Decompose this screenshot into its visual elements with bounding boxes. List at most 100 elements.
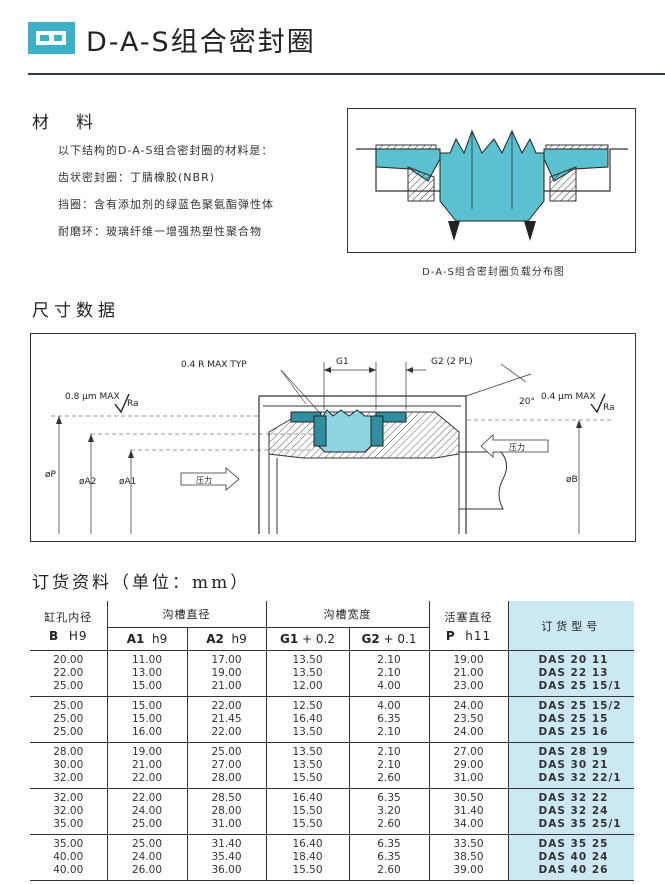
table-cell: 2.10 — [348, 650, 429, 667]
table-cell: 25.00 — [53, 726, 84, 738]
pressure-arrow-right-icon — [180, 467, 240, 491]
table-cell: 22.00 — [106, 772, 187, 789]
col-bore: 缸孔内径 B H9 — [30, 601, 107, 651]
table-cell: 21.00 — [106, 759, 187, 772]
table-cell: 15.50 — [265, 864, 349, 881]
col-groove-width: 沟槽宽度 — [265, 601, 429, 628]
order-code-cell: DAS 30 21 — [507, 759, 634, 772]
order-heading: 订货资料（单位：mm） — [32, 573, 251, 593]
table-cell: 31.40 — [186, 834, 266, 851]
table-cell: 12.00 — [265, 680, 349, 697]
table-cell: 2.60 — [348, 772, 429, 789]
order-code-cell: DAS 22 13 — [507, 667, 634, 680]
load-distribution-figure — [347, 108, 636, 253]
materials-line-2: 齿状密封圈：丁腈橡胶(NBR) — [58, 171, 216, 184]
table-cell: 19.00 — [186, 667, 266, 680]
label-g2: G2 (2 PL) — [431, 357, 473, 367]
table-cell: 35.00 — [53, 818, 84, 830]
order-code-cell: DAS 32 22 — [507, 788, 634, 805]
col-bore-b: B — [49, 628, 60, 643]
col-bore-tol: H9 — [68, 628, 88, 643]
col-bore-label: 缸孔内径 — [44, 610, 93, 624]
table-cell: 4.00 — [348, 696, 429, 713]
table-cell: 23.00 — [428, 680, 508, 697]
table-cell: 18.40 — [265, 851, 349, 864]
table-cell: 6.35 — [348, 851, 429, 864]
table-cell: 19.00 — [106, 742, 187, 759]
table-cell: 2.60 — [348, 864, 429, 881]
dimension-drawing: G1 G2 (2 PL) 0.4 R MAX TYP 20° 0.8 μm MA… — [30, 333, 636, 542]
table-cell: 21.00 — [186, 680, 266, 697]
company-logo — [28, 22, 75, 54]
table-cell: 29.00 — [428, 759, 508, 772]
table-cell: 28.00 — [186, 805, 266, 818]
table-cell: 15.50 — [265, 818, 349, 835]
col-piston-label: 活塞直径 — [444, 610, 493, 624]
table-cell: 12.50 — [265, 696, 349, 713]
table-cell: 25.00 — [186, 742, 266, 759]
table-cell: 27.00 — [186, 759, 266, 772]
table-cell: 6.35 — [348, 834, 429, 851]
order-code-cell: DAS 25 15/2 — [507, 696, 634, 713]
table-cell: 13.50 — [265, 742, 349, 759]
col-a1: A1 h9 — [106, 627, 187, 651]
table-cell: 19.00 — [428, 650, 508, 667]
seal-dimension-diagram: G1 G2 (2 PL) 0.4 R MAX TYP 20° 0.8 μm MA… — [45, 357, 615, 534]
order-code-cell: DAS 40 26 — [507, 864, 634, 881]
order-code-cell: DAS 32 22/1 — [507, 772, 634, 789]
table-cell: 13.50 — [265, 650, 349, 667]
col-g2: G2 + 0.1 — [348, 627, 429, 651]
table-cell: 6.35 — [348, 713, 429, 726]
table-cell: 13.50 — [265, 667, 349, 680]
table-cell: 15.50 — [265, 805, 349, 818]
table-cell: 6.35 — [348, 788, 429, 805]
table-cell: 35.00 — [30, 834, 107, 851]
table-cell: 25.00 — [30, 696, 107, 713]
title-divider — [28, 73, 665, 75]
label-ra-right-sym: Ra — [603, 403, 615, 413]
table-cell: 39.00 — [428, 864, 508, 881]
label-a1: øA1 — [119, 477, 136, 487]
label-angle: 20° — [519, 397, 535, 407]
table-cell: 17.00 — [186, 650, 266, 667]
table-cell: 24.00 — [106, 805, 187, 818]
table-cell: 11.00 — [106, 650, 187, 667]
table-cell: 2.10 — [348, 742, 429, 759]
table-cell: 32.00 — [53, 772, 84, 784]
table-cell: 25.00 — [53, 713, 84, 725]
col-piston: 活塞直径 P h11 — [428, 601, 508, 651]
table-cell: 24.00 — [428, 696, 508, 713]
table-cell: 15.00 — [106, 680, 187, 697]
logo-mark-icon — [36, 31, 66, 45]
dimensions-heading: 尺寸数据 — [32, 301, 120, 321]
order-code-cell: DAS 35 25/1 — [507, 818, 634, 835]
table-cell: 31.40 — [428, 805, 508, 818]
table-cell: 16.40 — [265, 788, 349, 805]
table-cell: 35.40 — [186, 851, 266, 864]
table-cell: 32.00 — [30, 788, 107, 805]
table-cell: 25.00 — [106, 834, 187, 851]
table-cell: 13.50 — [265, 726, 349, 743]
table-cell: 40.00 — [53, 851, 84, 863]
table-cell: 22.00 — [53, 667, 84, 679]
table-cell: 34.00 — [428, 818, 508, 835]
table-cell: 2.10 — [348, 759, 429, 772]
table-cell: 28.00 — [30, 742, 107, 759]
table-cell: 31.00 — [428, 772, 508, 789]
materials-line-1: 以下结构的D-A-S组合密封圈的材料是： — [58, 144, 274, 157]
table-cell: 28.50 — [186, 788, 266, 805]
table-cell: 25.00 — [53, 680, 84, 692]
